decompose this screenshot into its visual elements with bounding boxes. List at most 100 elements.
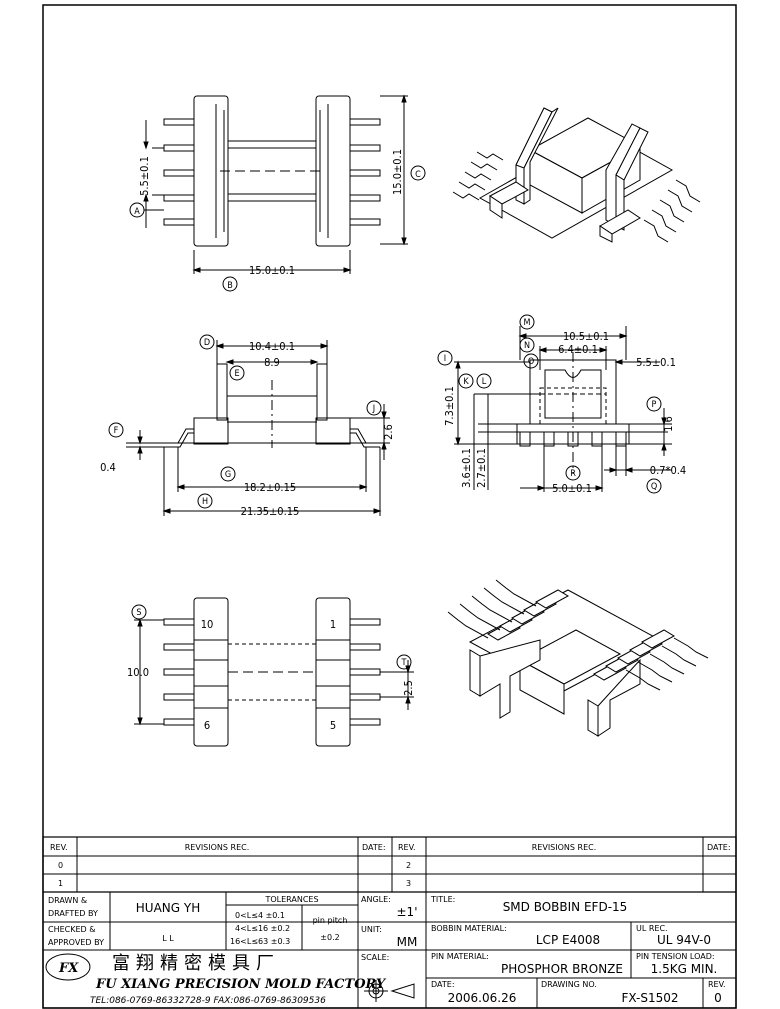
bobbin-material-value: LCP E4008 [536,933,600,947]
end-view [437,314,672,494]
pin-material-label: PIN MATERIAL: [431,952,489,961]
drawing-date: 2006.06.26 [448,991,517,1005]
balloon-g: G [225,470,231,480]
dim-e: 8.9 [264,356,280,369]
balloon-n: N [524,341,530,351]
iso-view-top [452,107,701,243]
tolerances-label: TOLERANCES [264,895,318,904]
pin-label-6: 6 [204,719,210,732]
pin-tension-label: PIN TENSION LOAD: [636,952,715,961]
drawing-title: SMD BOBBIN EFD-15 [503,900,628,914]
title-block [42,836,737,1009]
tolerance-row-1: 0<L≤4 ±0.1 [235,911,285,920]
balloon-l: L [482,377,487,387]
dim-r: 5.0±0.1 [552,482,592,495]
unit-label: UNIT: [361,925,382,934]
dim-n: 6.4±0.1 [558,343,598,356]
pin-pitch-label: pin pitch [313,916,348,925]
rev-row-2: 2 [406,861,411,870]
dim-i: 7.3±0.1 [443,386,456,426]
angle-label: ANGLE: [361,895,391,904]
pin-material-value: PHOSPHOR BRONZE [501,962,623,976]
ul-rec-value: UL 94V-0 [657,933,711,947]
bobbin-material-label: BOBBIN MATERIAL: [431,924,507,933]
company-logo-icon [45,953,91,981]
pin-label-10: 10 [201,618,214,631]
dim-d: 10.4±0.1 [249,340,295,353]
rev-label: REV. [708,980,726,989]
checked-by: L L [162,934,174,943]
dim-m: 10.5±0.1 [563,330,609,343]
pin-tension-value: 1.5KG MIN. [651,962,718,976]
drafted-label: DRAFTED BY [48,909,98,918]
balloon-d: D [204,338,210,348]
dim-pitch-vertical: 5.5±0.1 [138,156,151,196]
top-view [129,94,426,292]
balloon-j: J [372,404,375,414]
iso-view-bottom [447,579,709,737]
dim-j: 2.6 [382,424,395,440]
balloon-f: F [114,426,119,436]
tolerance-row-2: 4<L≤16 ±0.2 [235,924,290,933]
side-view [108,334,390,516]
rev-row-0: 0 [58,861,63,870]
scale-label: SCALE: [361,953,389,962]
balloon-h: H [202,497,208,507]
pin-label-5: 5 [330,719,336,732]
dim-t: 2.5 [402,680,415,696]
revisions-header-left: REVISIONS REC. [185,843,250,852]
pin-label-1: 1 [330,618,336,631]
company-contact: TEL:086-0769-86332728-9 FAX:086-0769-863… [90,996,326,1006]
company-name-cn: 富翔精密模具厂 [112,953,280,974]
balloon-i: I [444,354,446,364]
logo-mark: FX [58,961,79,976]
dim-l: 2.7±0.1 [475,448,488,488]
balloon-c: C [415,170,421,180]
balloon-q: Q [651,482,657,492]
date-label: DATE: [431,980,455,989]
dim-k: 3.6±0.1 [460,448,473,488]
ul-rec-label: UL REC. [636,924,668,933]
company-name-en: FU XIANG PRECISION MOLD FACTORY [95,977,387,992]
rev-value: 0 [714,991,722,1005]
balloon-a: A [134,207,140,217]
balloon-k: K [463,377,469,387]
angle-value: ±1' [397,905,418,919]
pin-pitch-value: ±0.2 [320,933,339,942]
balloon-p: P [652,400,657,410]
balloon-o: O [528,357,534,367]
revisions-header-right: REVISIONS REC. [532,843,597,852]
balloon-t: T [401,658,407,668]
unit-value: MM [397,935,418,949]
date-header-right: DATE: [707,843,731,852]
bottom-view [131,597,414,747]
drawing-number: FX-S1502 [621,991,678,1005]
balloon-b: B [227,281,233,291]
dim-h: 21.35±0.15 [241,505,300,518]
title-label: TITLE: [430,895,455,904]
dim-width: 15.0±0.1 [249,264,295,277]
rev-header: REV. [50,843,68,852]
dim-o: 5.5±0.1 [636,356,676,369]
drawing-no-label: DRAWING NO. [541,980,597,989]
balloon-m: M [524,318,531,328]
rev-header-right: REV. [398,843,416,852]
balloon-s: S [136,608,141,618]
dim-g: 18.2±0.15 [244,481,296,494]
balloon-e: E [234,369,239,379]
drawn-label: DRAWN & [48,896,87,905]
drawn-by: HUANG YH [136,901,200,915]
dim-height: 15.0±0.1 [391,149,404,195]
dim-f: 0.4 [100,461,116,474]
checked-label: CHECKED & [48,925,95,934]
dim-p: 1.6 [662,416,675,432]
approved-label: APPROVED BY [48,938,104,947]
balloon-r: R [570,469,576,479]
dim-s: 10.0 [127,666,149,679]
rev-row-1: 1 [58,879,63,888]
dim-q: 0.7*0.4 [650,464,686,477]
rev-row-3: 3 [406,879,411,888]
date-header-left: DATE: [362,843,386,852]
tolerance-row-3: 16<L≤63 ±0.3 [230,937,290,946]
